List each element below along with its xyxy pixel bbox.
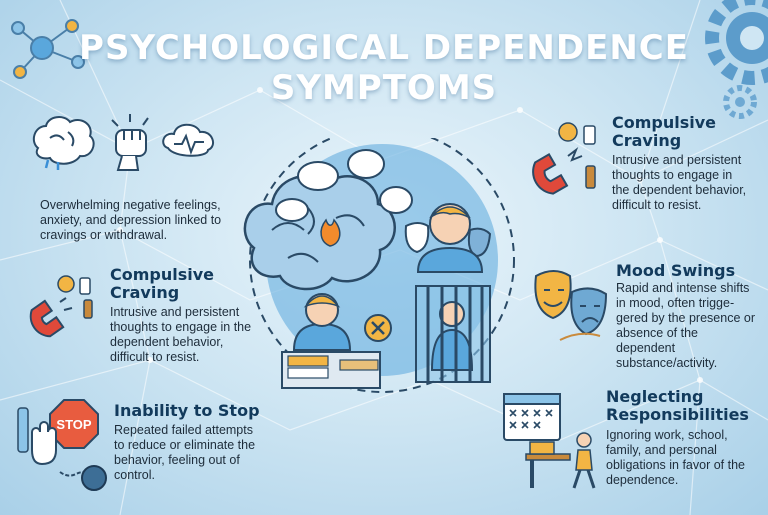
- left-compulsive-craving-heading-line-2: Craving: [110, 283, 180, 302]
- central-illustration: [243, 138, 515, 393]
- mood-swings-heading: Mood Swings: [616, 261, 736, 280]
- brain-icon: [32, 116, 95, 170]
- distressed-person-icon: [416, 203, 484, 273]
- inability-to-stop-icons: STOP: [17, 399, 107, 491]
- brain-icon: [243, 175, 396, 291]
- magnet-icon: [532, 122, 596, 195]
- walking-person-icon: [572, 432, 596, 489]
- stop-sign-icon: STOP: [49, 399, 99, 449]
- thought-cloud-icon: [162, 123, 215, 157]
- neglecting-responsibilities-heading-line-1: Neglecting: [606, 387, 704, 406]
- left-compulsive-craving-heading-line-1: Compulsive: [110, 265, 215, 284]
- gear-icon: [705, 0, 768, 119]
- left-compulsive-craving-heading: Compulsive Craving: [110, 266, 214, 302]
- left-compulsive-craving-text: Intrusive and persistent thoughts to eng…: [110, 305, 252, 364]
- right-compulsive-craving-heading-line-2: Craving: [612, 131, 682, 150]
- mood-swings-text: Rapid and intense shifts in mood, often …: [616, 281, 755, 370]
- molecule-icon: [11, 19, 85, 79]
- neglecting-responsibilities-heading-line-2: Responsibilities: [606, 405, 749, 424]
- right-compulsive-craving-text: Intrusive and persistent thoughts to eng…: [612, 153, 747, 212]
- negative-feelings-text: Overwhelming negative feelings, anxiety,…: [40, 198, 222, 242]
- inability-to-stop-heading: Inability to Stop: [114, 401, 260, 420]
- page-title: PSYCHOLOGICAL DEPENDENCE SYMPTOMS: [0, 28, 768, 108]
- caged-person-icon: [415, 285, 491, 383]
- stop-sign-text: STOP: [56, 417, 91, 432]
- neglecting-responsibilities-text: Ignoring work, school, family, and perso…: [606, 428, 745, 487]
- right-compulsive-craving-heading: Compulsive Craving: [612, 114, 716, 150]
- right-compulsive-craving-heading-line-1: Compulsive: [612, 113, 717, 132]
- theater-masks-icon: [404, 222, 492, 258]
- title-line-1: PSYCHOLOGICAL DEPENDENCE: [79, 28, 689, 68]
- neglecting-responsibilities-icons: [503, 393, 596, 489]
- title-line-2: SYMPTOMS: [270, 68, 498, 108]
- negative-feelings-icons: [32, 114, 215, 171]
- fist-icon: [111, 114, 149, 171]
- thought-bubbles-icon: [275, 149, 413, 222]
- inability-to-stop-text: Repeated failed attempts to reduce or el…: [114, 423, 256, 482]
- stressed-worker-icon: [281, 293, 392, 389]
- ball-and-chain-icon: [59, 465, 107, 491]
- neglecting-responsibilities-heading: Neglecting Responsibilities: [606, 388, 749, 424]
- magnet-icon: [29, 275, 93, 338]
- theater-masks-icon: [534, 270, 608, 341]
- calendar-icon: [503, 393, 561, 441]
